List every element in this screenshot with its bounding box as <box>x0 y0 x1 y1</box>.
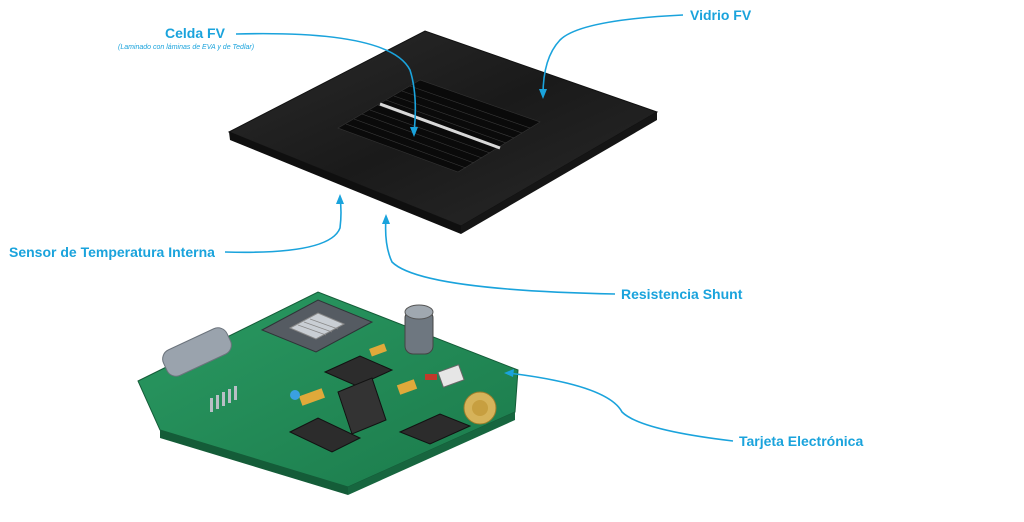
label-vidrio-fv: Vidrio FV <box>690 7 752 23</box>
pv-module <box>227 30 659 234</box>
label-tarjeta-electronica: Tarjeta Electrónica <box>739 433 864 449</box>
callout-arrowheads <box>336 89 547 377</box>
label-sensor-temperatura: Sensor de Temperatura Interna <box>9 244 215 260</box>
label-celda-fv: Celda FV <box>165 25 225 41</box>
label-resistencia-shunt: Resistencia Shunt <box>621 286 743 302</box>
pv-cell <box>337 79 541 173</box>
callout-lines <box>224 14 734 442</box>
label-celda-fv-subtitle: (Laminado con láminas de EVA y de Tedlar… <box>118 44 255 51</box>
pcb-board <box>137 291 519 495</box>
